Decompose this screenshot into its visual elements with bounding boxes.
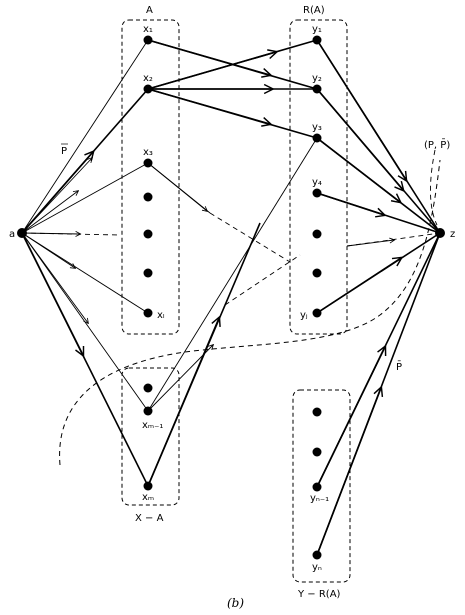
- arrow-x3-out: [147, 162, 207, 211]
- node-ellipsis-a1: [143, 192, 153, 202]
- arrow-y2-z: [316, 88, 403, 190]
- label-a: a: [9, 229, 15, 240]
- label-y3: y₃: [312, 122, 322, 133]
- node-xm: [143, 481, 153, 491]
- arrow-a-xm: [21, 232, 83, 355]
- set-label-XA: X − A: [135, 513, 164, 524]
- arrow-x1-y2: [147, 39, 270, 75]
- arrow-a-x1: [21, 158, 92, 234]
- arrow-x2-y1: [147, 52, 276, 90]
- edge-a-xm1: [21, 232, 149, 412]
- label-y4: y₄: [312, 177, 322, 188]
- node-ellipsis-yr1: [312, 407, 322, 417]
- node-z: [435, 228, 445, 238]
- edge-a-x1: [21, 39, 149, 234]
- arrow-a-dash: [21, 233, 80, 234]
- node-yn1: [312, 482, 322, 492]
- label-yn1: yₙ₋₁: [310, 493, 329, 504]
- arrow-yn1-z: [316, 347, 385, 488]
- node-ellipsis-a2: [143, 229, 153, 239]
- node-ellipsis-a3: [143, 268, 153, 278]
- arrow-y4-z: [316, 192, 384, 215]
- node-y1: [312, 35, 322, 45]
- label-cut: (P, P̄): [424, 138, 450, 151]
- label-y1: y₁: [312, 24, 322, 35]
- label-Pbar: P̄: [396, 360, 402, 373]
- node-xl: [143, 308, 153, 318]
- node-y2: [312, 84, 322, 94]
- node-x2: [143, 84, 153, 94]
- node-x3: [143, 158, 153, 168]
- label-xm: xₘ: [142, 492, 154, 503]
- arrow-dash-z: [346, 240, 394, 247]
- node-x1: [143, 35, 153, 45]
- set-label-A: A: [146, 5, 153, 16]
- arrow-yj-z: [316, 258, 401, 314]
- arrow-xm-y3: [147, 318, 219, 487]
- arrow-a-xl: [21, 232, 75, 268]
- label-yj: yⱼ: [300, 310, 308, 321]
- node-ellipsis-xa: [143, 383, 153, 393]
- set-XA-box: [121, 367, 180, 506]
- edge-xm-y3-dash: [224, 254, 301, 306]
- edge-a-x3: [21, 162, 149, 234]
- node-yj: [312, 308, 322, 318]
- label-x1: x₁: [143, 24, 153, 35]
- label-x2: x₂: [143, 73, 153, 84]
- node-y3: [312, 133, 322, 143]
- label-P: P: [61, 146, 67, 157]
- node-xm1: [143, 406, 153, 416]
- node-ellipsis-r1: [312, 229, 322, 239]
- edge-x3-dash: [209, 212, 291, 263]
- label-y2: y₂: [312, 73, 322, 84]
- cut-curve: [59, 159, 441, 466]
- arrow-y3-z: [316, 137, 400, 202]
- edge-xm1-y3: [147, 137, 318, 412]
- node-a: [17, 228, 27, 238]
- figure-caption: (b): [227, 596, 244, 610]
- label-z: z: [450, 229, 455, 240]
- arrow-a-x2: [21, 152, 93, 234]
- set-label-RA: R(A): [303, 5, 325, 16]
- label-yn: yₙ: [312, 562, 322, 573]
- node-ellipsis-yr2: [312, 447, 322, 457]
- arrow-y1-z: [316, 39, 406, 180]
- arrow-a-xm1: [21, 232, 88, 323]
- label-xl: xₗ: [157, 310, 165, 321]
- arrow-x2-y3: [147, 88, 270, 124]
- label-xm1: xₘ₋₁: [142, 420, 163, 431]
- arrow-a-x3: [21, 191, 78, 234]
- set-label-YRA: Y − R(A): [297, 589, 341, 600]
- set-RA-box: [289, 19, 348, 335]
- node-y4: [312, 188, 322, 198]
- label-x3: x₃: [143, 147, 153, 158]
- node-ellipsis-r2: [312, 268, 322, 278]
- node-yn: [312, 550, 322, 560]
- arrow-yn-z: [316, 388, 381, 556]
- set-YRA-box: [292, 389, 351, 583]
